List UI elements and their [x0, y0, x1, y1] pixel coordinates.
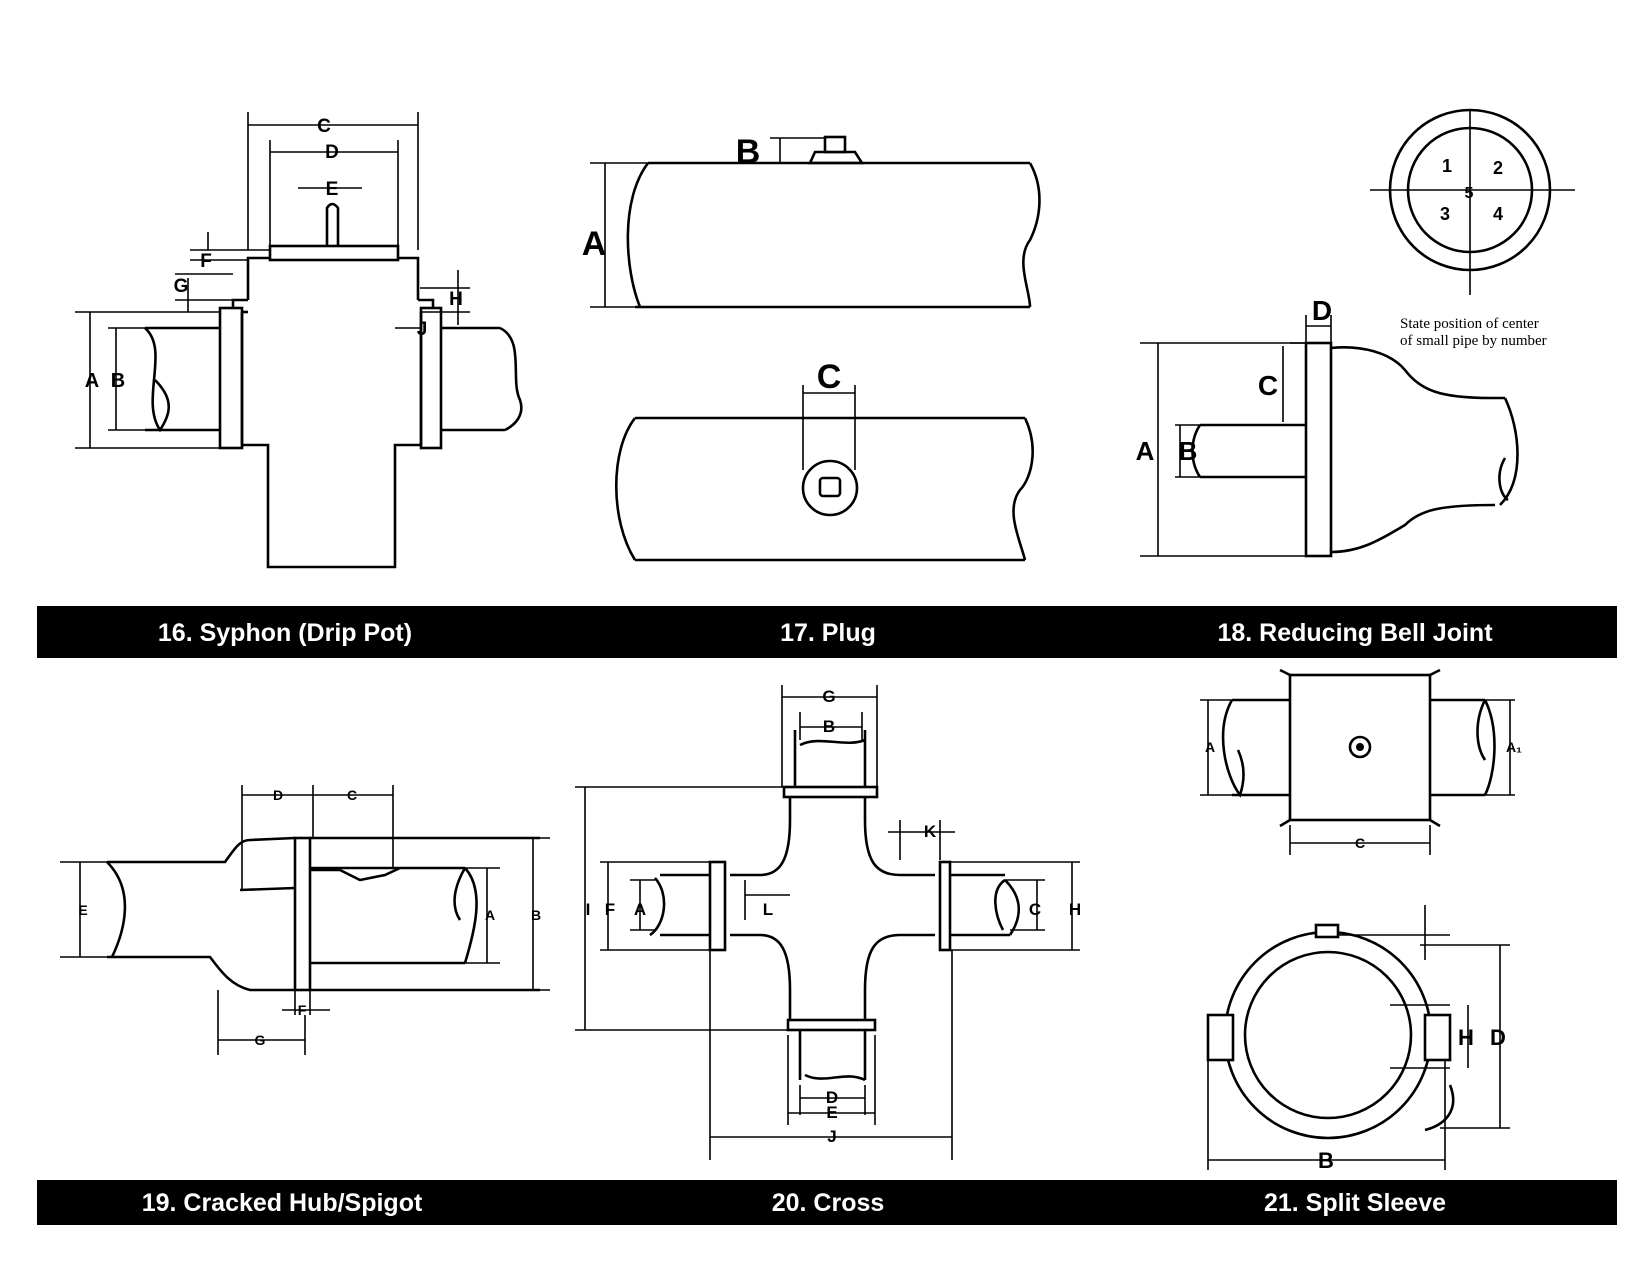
- caption-syphon: 16. Syphon (Drip Pot): [157, 619, 413, 647]
- sleeve-label-b: B: [1318, 1148, 1334, 1173]
- cross-label-f: F: [605, 900, 615, 919]
- dim-label-f: F: [200, 251, 212, 272]
- hub-label-f: F: [298, 1002, 307, 1018]
- cross-label-a: A: [634, 900, 646, 919]
- dim-label-j: J: [417, 319, 428, 340]
- cross-label-d: D: [826, 1088, 838, 1107]
- cross-label-g: G: [822, 687, 835, 706]
- dim-label-g: G: [174, 276, 189, 297]
- caption-band-top: 16. Syphon (Drip Pot) 17. Plug 18. Reduc…: [37, 606, 1617, 658]
- cross-label-h: H: [1069, 900, 1081, 919]
- bell-label-b: B: [1179, 436, 1198, 466]
- sleeve-label-c: C: [1355, 835, 1365, 851]
- caption-plug: 17. Plug: [780, 619, 876, 647]
- plug-label-a: A: [582, 225, 607, 263]
- position-3: 3: [1440, 204, 1450, 224]
- hub-label-a: A: [485, 907, 495, 923]
- bell-label-d: D: [1312, 295, 1332, 326]
- sleeve-label-a: A: [1205, 739, 1215, 755]
- caption-band-bottom: 19. Cracked Hub/Spigot 20. Cross 21. Spl…: [37, 1180, 1617, 1225]
- dim-label-e: E: [326, 179, 339, 200]
- caption-cross: 20. Cross: [771, 1189, 885, 1217]
- cross-label-b: B: [823, 717, 835, 736]
- cross-label-c: C: [1029, 900, 1041, 919]
- position-5: 5: [1465, 185, 1474, 202]
- dim-label-h: H: [449, 289, 463, 310]
- sleeve-label-d: D: [1490, 1025, 1506, 1050]
- bell-label-c: C: [1258, 370, 1278, 401]
- dim-label-a: A: [85, 370, 99, 392]
- sleeve-label-h: H: [1458, 1025, 1474, 1050]
- caption-split-sleeve: 21. Split Sleeve: [1263, 1189, 1447, 1217]
- cross-label-k: K: [924, 822, 937, 841]
- position-note-line1: State position of center: [1400, 316, 1539, 332]
- cross-label-j: J: [827, 1127, 836, 1146]
- position-note-line2: of small pipe by number: [1400, 333, 1547, 349]
- plug-label-c: C: [817, 358, 842, 396]
- hub-label-b: B: [531, 907, 541, 923]
- cross-label-e: E: [826, 1103, 837, 1122]
- hub-label-g: G: [255, 1032, 266, 1048]
- position-1: 1: [1442, 156, 1452, 176]
- hub-label-d: D: [273, 787, 283, 803]
- caption-cracked-hub: 19. Cracked Hub/Spigot: [141, 1189, 423, 1217]
- cross-label-i: I: [586, 900, 591, 919]
- sleeve-label-a1: A₁: [1506, 739, 1522, 755]
- bell-label-a: A: [1136, 436, 1155, 466]
- dim-label-d: D: [325, 142, 339, 163]
- hub-label-c: C: [347, 787, 357, 803]
- plug-label-b: B: [736, 133, 761, 171]
- caption-bell-joint: 18. Reducing Bell Joint: [1217, 619, 1493, 647]
- position-2: 2: [1493, 158, 1503, 178]
- hub-label-e: E: [78, 902, 87, 918]
- position-4: 4: [1493, 204, 1503, 224]
- dim-label-c: C: [317, 116, 331, 137]
- dim-label-b: B: [111, 370, 125, 392]
- cross-label-l: L: [763, 900, 773, 919]
